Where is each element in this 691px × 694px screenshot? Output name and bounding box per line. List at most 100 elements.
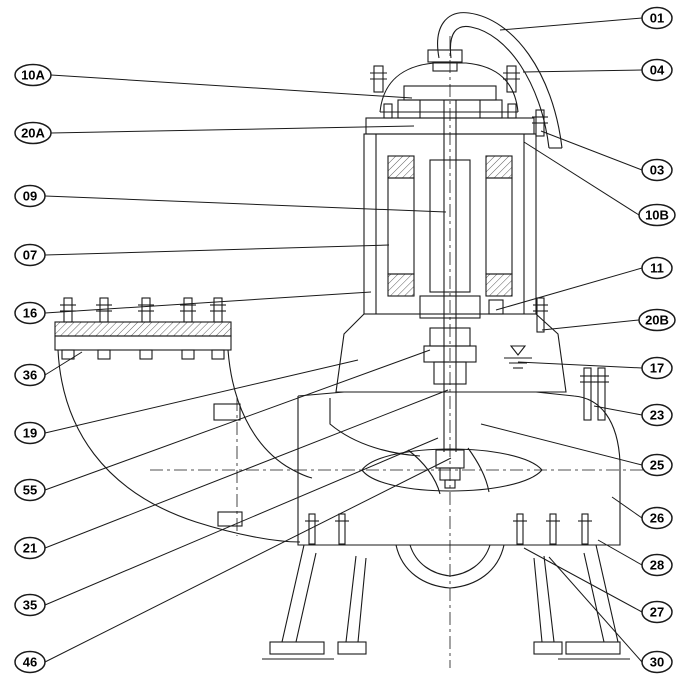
callout-bubble-10B xyxy=(638,203,676,227)
callout-bubble-46 xyxy=(14,650,46,674)
callout-label-11: 11 xyxy=(650,261,664,276)
cover-bolts xyxy=(370,65,520,93)
callout-label-35: 35 xyxy=(23,598,37,613)
callout-36: 36 xyxy=(14,351,83,387)
callout-03: 03 xyxy=(540,130,673,182)
callout-21: 21 xyxy=(14,389,449,560)
callout-46: 46 xyxy=(14,457,452,674)
callout-bubble-09 xyxy=(14,184,46,208)
callout-09: 09 xyxy=(14,184,447,213)
callout-label-10B: 10B xyxy=(645,208,669,223)
power-cable xyxy=(437,12,563,149)
leader-line-10A xyxy=(50,74,413,99)
callout-10A: 10A xyxy=(14,63,413,99)
leader-line-25 xyxy=(480,423,643,466)
callout-label-20A: 20A xyxy=(21,126,45,141)
callout-bubble-55 xyxy=(14,478,46,502)
callout-bubble-25 xyxy=(641,453,673,477)
callout-label-16: 16 xyxy=(23,306,37,321)
callout-26: 26 xyxy=(611,496,673,530)
callout-label-07: 07 xyxy=(23,248,37,263)
callout-layer: 10A 20A 09 07 16 36 19 55 21 35 46 01 04 03 10B 11 20B 17… xyxy=(14,6,676,674)
callout-25: 25 xyxy=(480,423,673,477)
bearing-housing xyxy=(419,295,481,319)
callout-bubble-20B xyxy=(638,308,676,332)
callout-label-25: 25 xyxy=(650,458,664,473)
callout-bubble-03 xyxy=(641,158,673,182)
rotor-shaft xyxy=(429,100,471,452)
callout-bubble-27 xyxy=(641,600,673,624)
callout-label-19: 19 xyxy=(23,426,37,441)
callout-28: 28 xyxy=(597,539,673,577)
leader-line-01 xyxy=(499,17,643,31)
callout-label-20B: 20B xyxy=(645,313,669,328)
callout-bubble-23 xyxy=(641,403,673,427)
discharge-flange xyxy=(54,297,232,360)
callout-bubble-01 xyxy=(641,6,673,30)
leader-line-11 xyxy=(495,267,643,311)
callout-35: 35 xyxy=(14,437,439,617)
callout-label-27: 27 xyxy=(650,605,664,620)
leader-line-17 xyxy=(517,361,643,369)
callout-label-04: 04 xyxy=(650,63,665,78)
leader-line-04 xyxy=(522,69,643,73)
discharge-elbow xyxy=(57,349,313,543)
callout-label-09: 09 xyxy=(23,189,37,204)
leader-line-20B xyxy=(541,319,640,331)
callout-label-21: 21 xyxy=(23,541,37,556)
callout-17: 17 xyxy=(517,356,673,380)
callout-label-55: 55 xyxy=(23,483,37,498)
callout-bubble-04 xyxy=(641,58,673,82)
callout-bubble-19 xyxy=(14,421,46,445)
callout-bubble-16 xyxy=(14,301,46,325)
callout-10B: 10B xyxy=(523,141,676,227)
leader-line-19 xyxy=(44,359,359,434)
callout-label-36: 36 xyxy=(23,368,37,383)
leader-line-03 xyxy=(540,130,643,171)
callout-bubble-30 xyxy=(641,650,673,674)
top-cover xyxy=(379,62,519,113)
callout-bubble-26 xyxy=(641,506,673,530)
callout-label-10A: 10A xyxy=(21,68,45,83)
leader-line-27 xyxy=(523,547,643,613)
callout-20A: 20A xyxy=(14,121,415,145)
callout-20B: 20B xyxy=(541,308,676,332)
callout-label-28: 28 xyxy=(650,558,664,573)
callout-label-03: 03 xyxy=(650,163,664,178)
callout-label-26: 26 xyxy=(650,511,664,526)
leader-line-07 xyxy=(44,244,390,256)
callout-07: 07 xyxy=(14,243,390,267)
stand-bolts xyxy=(305,513,592,545)
centerlines xyxy=(150,36,648,668)
leader-line-21 xyxy=(44,389,449,549)
callout-label-01: 01 xyxy=(650,11,664,26)
leader-line-16 xyxy=(44,291,372,314)
leader-line-10B xyxy=(523,141,640,216)
callout-bubble-28 xyxy=(641,553,673,577)
motor-top-flange xyxy=(365,103,548,137)
stator-windings xyxy=(387,155,513,297)
cable-gland xyxy=(427,49,463,72)
callout-19: 19 xyxy=(14,359,359,445)
callout-label-30: 30 xyxy=(650,655,664,670)
callout-bubble-21 xyxy=(14,536,46,560)
callout-30: 30 xyxy=(548,556,673,674)
callout-label-46: 46 xyxy=(23,655,37,670)
callout-55: 55 xyxy=(14,349,431,502)
callout-27: 27 xyxy=(523,547,673,624)
callout-bubble-36 xyxy=(14,363,46,387)
callout-label-17: 17 xyxy=(650,361,664,376)
casing-studs-right xyxy=(580,367,609,421)
motor-housing xyxy=(363,133,537,315)
leader-line-35 xyxy=(44,437,439,606)
callout-bubble-07 xyxy=(14,243,46,267)
leader-line-28 xyxy=(597,539,643,566)
callout-01: 01 xyxy=(499,6,673,31)
leader-line-26 xyxy=(611,496,643,519)
oil-chamber xyxy=(335,297,567,393)
leader-line-46 xyxy=(44,457,452,663)
suction-bell xyxy=(395,544,505,589)
callout-bubble-10A xyxy=(14,63,52,87)
